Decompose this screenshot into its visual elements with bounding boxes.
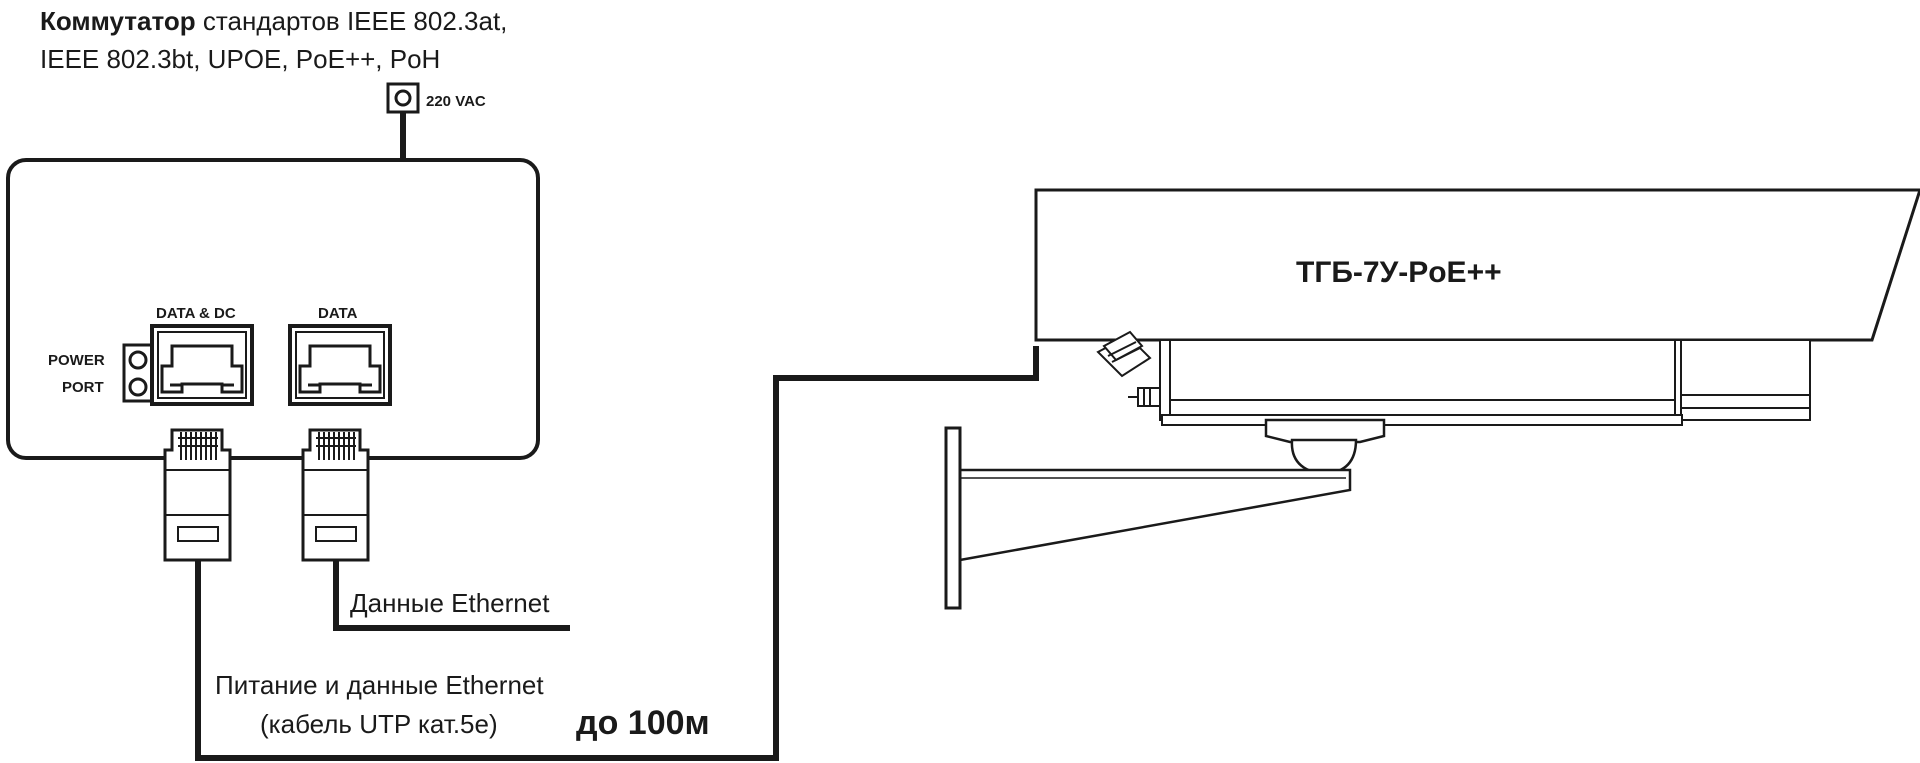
power-port-label-2: PORT xyxy=(62,379,104,396)
cable-data-label: Данные Ethernet xyxy=(350,588,550,618)
cable-distance-label: до 100м xyxy=(576,704,710,742)
bracket-arm xyxy=(958,468,1352,562)
mount-joint xyxy=(1264,418,1386,476)
cable-power-data-label-2: (кабель UTP кат.5е) xyxy=(260,709,498,739)
title-bold: Коммутатор xyxy=(40,6,196,36)
port-data-dc xyxy=(150,324,254,406)
cable-power-data xyxy=(195,346,1039,761)
rj45-plug-power-data xyxy=(163,428,232,562)
title-rest: стандартов IEEE 802.3at, xyxy=(196,6,508,36)
power-socket xyxy=(386,82,420,162)
port-data-dc-label: DATA & DC xyxy=(156,305,236,322)
cable-power-data-label-1: Питание и данные Ethernet xyxy=(215,670,544,700)
screw-terminal xyxy=(1128,387,1161,407)
rj45-plug-data xyxy=(301,428,370,562)
camera-housing xyxy=(1034,188,1920,342)
cable-gland xyxy=(1096,330,1152,378)
cable-data-only xyxy=(333,560,570,631)
camera-model-label: ТГБ-7У-PoE++ xyxy=(1296,256,1502,289)
switch-body xyxy=(6,158,540,460)
power-port-label-1: POWER xyxy=(48,352,105,369)
port-data-label: DATA xyxy=(318,305,358,322)
wall-plate xyxy=(944,426,962,610)
camera-lower-body xyxy=(1159,339,1811,426)
power-port xyxy=(122,343,154,403)
diagram-title-line1: Коммутатор стандартов IEEE 802.3at, xyxy=(40,6,507,36)
power-input-label: 220 VAC xyxy=(426,93,486,110)
port-data xyxy=(288,324,392,406)
diagram-title-line2: IEEE 802.3bt, UPOE, PoE++, PoH xyxy=(40,44,440,74)
